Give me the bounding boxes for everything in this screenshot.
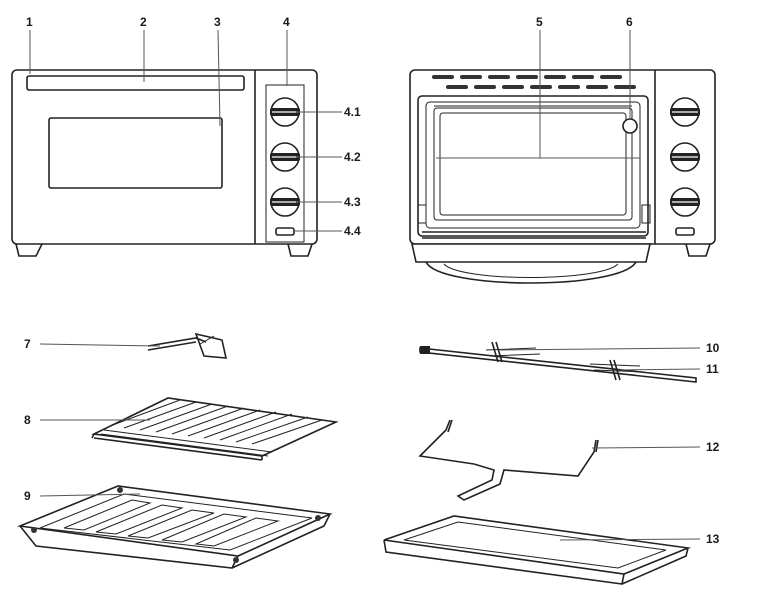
label-11: 11 [706,362,719,376]
label-4-2: 4.2 [344,150,361,164]
knob-function-open [670,142,700,172]
oven-front-view [11,69,318,257]
label-12: 12 [706,440,720,454]
label-4-3: 4.3 [344,195,361,209]
oven-foot-right [287,243,313,257]
label-2: 2 [140,15,147,29]
wire-rack [91,397,339,461]
top-vents [432,75,636,89]
door-window [48,117,223,189]
label-4-4: 4.4 [344,224,361,238]
label-5: 5 [536,15,543,29]
tray-handle [147,332,228,359]
crumb-tray [383,515,692,585]
label-4-1: 4.1 [344,105,361,119]
part-labels: 1 2 3 4 4.1 4.2 4.3 4.4 5 6 7 8 9 10 11 … [24,15,720,546]
rotisserie-handle [418,419,599,501]
rotisserie-spit [419,341,697,383]
knob-timer-open [670,187,700,217]
rotisserie-fork-right [589,359,645,381]
label-8: 8 [24,413,31,427]
oven-open-view [409,69,716,284]
control-panel [265,84,305,243]
knob-temperature-open [670,97,700,127]
label-1: 1 [26,15,33,29]
knob-function [270,142,300,172]
oven-lamp [622,118,638,134]
heating-element-bottom [422,231,646,239]
label-10: 10 [706,341,720,355]
label-9: 9 [24,489,31,503]
label-6: 6 [626,15,633,29]
knob-timer [270,187,300,217]
label-7: 7 [24,337,31,351]
label-4: 4 [283,15,290,29]
oven-cavity [417,95,649,237]
knob-temperature [270,97,300,127]
label-3: 3 [214,15,221,29]
rotisserie-fork-left [485,341,541,363]
indicator-light [275,227,295,236]
label-13: 13 [706,532,720,546]
oven-foot-left [15,243,43,257]
baking-tray [16,485,333,569]
leader-lines [29,29,701,541]
door-handle [26,75,245,91]
open-door [411,243,651,263]
